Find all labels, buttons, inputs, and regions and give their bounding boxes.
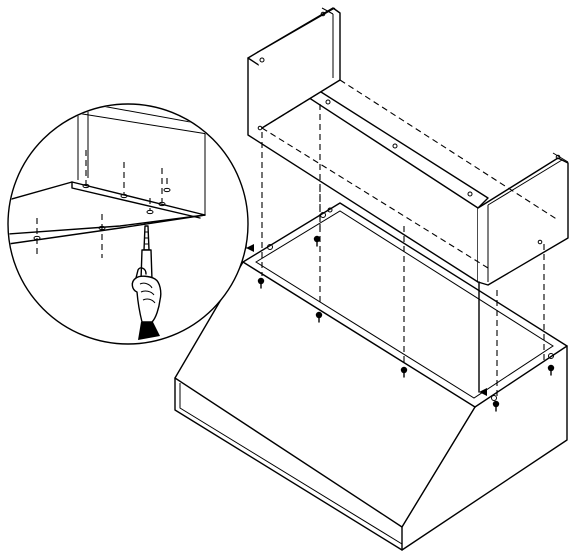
range-hood [174,202,568,551]
duct-cover [247,7,569,286]
screw-icon [492,400,500,412]
hood-side-bevel [401,406,476,528]
duct-cover-hidden-bottom [261,79,559,221]
hood-front-face-edge [179,383,403,545]
duct-cover-top-flange [247,51,489,209]
screwdriver-icon [140,225,153,281]
screw-icon [257,277,265,289]
hood-screws [257,207,555,412]
screw-icon [313,235,321,247]
hood-front-face [174,377,403,551]
screw-icon [315,311,323,323]
alignment-lines [261,104,545,398]
duct-cover-hidden-bottom-2 [261,127,489,269]
hand-icon [131,267,162,340]
screw-icon [547,364,555,376]
duct-cover-right-face [477,157,569,286]
cover-screw-holes [257,11,561,245]
hood-top-rim-inner [255,210,554,399]
duct-cover-back-flange [261,7,336,78]
duct-cover-right-flange [487,152,569,282]
detail-inset [7,103,249,345]
screw-icon [400,366,408,378]
